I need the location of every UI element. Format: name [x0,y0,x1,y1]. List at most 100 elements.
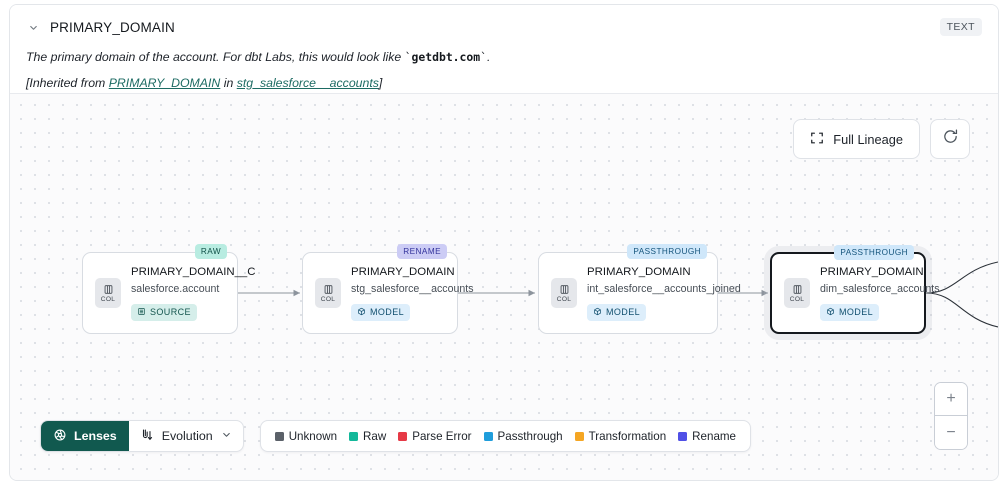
inherited-suffix: ] [378,75,383,90]
zoom-out-button[interactable]: − [935,416,967,449]
legend-swatch [483,431,493,441]
legend-swatch [349,431,359,441]
legend-label: Parse Error [412,429,472,443]
node-subtitle: salesforce.account [131,283,220,296]
lineage-legend: Unknown Raw Parse Error Passthrough Tran… [259,420,751,452]
kind-badge: MODEL [820,303,880,321]
lineage-node[interactable]: RAW COL PRIMARY_DOMAIN__C salesforce.acc… [82,244,256,334]
lenses-evolution-group: Lenses Evolution [40,420,244,452]
legend-swatch [274,431,284,441]
node-body: PRIMARY_DOMAIN__C salesforce.account SOU… [131,265,256,321]
column-icon: COL [784,278,810,308]
backtick-close: ` [480,50,487,64]
node-kind-row: MODEL [587,303,741,321]
legend-label: Passthrough [497,429,563,443]
legend-item: Rename [678,430,736,443]
page-title: PRIMARY_DOMAIN [50,19,175,35]
evolution-icon [140,428,154,445]
legend-item: Unknown [274,429,338,443]
node-subtitle: dim_salesforce_accounts [820,283,940,296]
node-kind-row: MODEL [820,303,940,321]
legend-label: Rename [692,429,736,443]
legend-label: Transformation [588,429,667,443]
legend-label: Unknown [288,429,338,443]
node-name: PRIMARY_DOMAIN [820,266,924,279]
column-description: The primary domain of the account. For d… [26,49,982,67]
backtick-open: ` [404,50,412,64]
kind-label: MODEL [839,307,874,318]
cube-icon [357,307,366,318]
chevron-down-icon [221,429,232,443]
description-text: The primary domain of the account. For d… [26,50,405,64]
full-lineage-button[interactable]: Full Lineage [793,119,920,159]
inherited-middle: in [220,75,237,90]
node-body: PRIMARY_DOMAIN stg_salesforce__accounts … [351,265,474,321]
inherited-model-link[interactable]: stg_salesforce__accounts [236,75,379,90]
legend-item: Raw [349,430,386,443]
inherited-prefix: [Inherited from [26,75,109,90]
title-row: PRIMARY_DOMAIN [26,17,982,37]
full-lineage-label: Full Lineage [833,131,903,147]
kind-label: SOURCE [150,307,191,318]
refresh-icon [942,128,959,150]
column-detail-panel: PRIMARY_DOMAIN TEXT The primary domain o… [9,4,999,481]
column-chip-label: COL [320,295,336,303]
node-kind-row: MODEL [351,303,474,321]
kind-badge: MODEL [351,303,411,321]
column-chip-label: COL [100,295,116,303]
legend-item: Parse Error [398,429,472,443]
column-icon: COL [551,278,577,308]
legend-swatch [574,431,584,441]
node-name: PRIMARY_DOMAIN [351,266,455,279]
node-name: PRIMARY_DOMAIN [587,266,691,279]
kind-label: MODEL [370,307,405,318]
column-chip-label: COL [556,295,572,303]
canvas-top-controls: Full Lineage [793,119,970,159]
description-code: getdbt.com [411,50,481,64]
node-tag: RAW [194,244,227,259]
lens-icon [53,428,67,445]
cube-icon [593,307,602,318]
node-tag: RENAME [397,244,447,259]
zoom-in-button[interactable]: + [935,383,967,416]
node-subtitle: stg_salesforce__accounts [351,283,474,296]
legend-swatch [398,431,408,441]
lineage-canvas[interactable]: Full Lineage RAW COL PRIMARY_DOMAIN__C s… [10,93,998,480]
node-kind-row: SOURCE [131,303,256,321]
node-body: PRIMARY_DOMAIN int_salesforce__accounts_… [587,265,741,321]
lineage-node-selected[interactable]: PASSTHROUGH COL PRIMARY_DOMAIN dim_sales… [770,245,940,334]
canvas-bottom-bar: Lenses Evolution Unknown [40,420,751,452]
inherited-column-link[interactable]: PRIMARY_DOMAIN [108,75,221,90]
column-icon: COL [95,278,121,308]
legend-label: Raw [363,429,387,443]
legend-item: Passthrough [483,429,563,443]
node-subtitle: int_salesforce__accounts_joined [587,283,741,296]
lenses-button[interactable]: Lenses [41,421,129,451]
node-body: PRIMARY_DOMAIN dim_salesforce_accounts M… [820,265,940,321]
evolution-dropdown[interactable]: Evolution [129,421,243,451]
legend-swatch [678,431,688,441]
legend-item: Transformation [574,429,667,443]
node-tag: PASSTHROUGH [627,244,707,259]
kind-badge: MODEL [587,303,647,321]
kind-badge: SOURCE [131,303,197,321]
cube-icon [826,307,835,318]
column-icon: COL [315,278,341,308]
refresh-button[interactable] [930,119,970,159]
lenses-label: Lenses [74,429,117,443]
node-name: PRIMARY_DOMAIN__C [131,266,256,279]
panel-header: PRIMARY_DOMAIN TEXT The primary domain o… [10,5,998,93]
column-chip-label: COL [789,295,805,303]
expand-icon [810,131,824,148]
description-period: . [486,50,491,64]
chevron-down-icon[interactable] [26,20,40,34]
lineage-node[interactable]: PASSTHROUGH COL PRIMARY_DOMAIN int_sales… [538,244,741,334]
database-icon [137,307,146,318]
node-tag: PASSTHROUGH [834,245,914,260]
zoom-controls: + − [934,382,968,450]
inherited-from-line: [Inherited from PRIMARY_DOMAIN in stg_sa… [26,76,982,90]
type-badge: TEXT [939,18,982,36]
kind-label: MODEL [606,307,641,318]
lineage-node[interactable]: RENAME COL PRIMARY_DOMAIN stg_salesforce… [302,244,474,334]
evolution-label: Evolution [161,429,213,443]
